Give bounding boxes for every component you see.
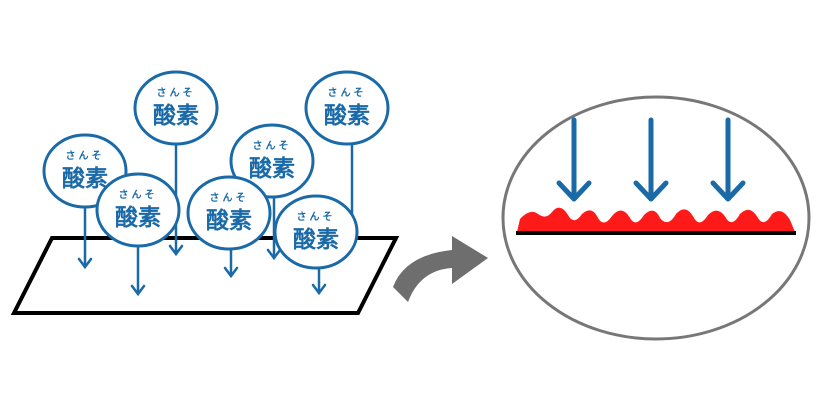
oxygen-balloon: さんそ 酸素 (186, 175, 272, 251)
oxygen-ruby: さんそ (328, 87, 367, 99)
oxygen-balloon: さんそ 酸素 (304, 70, 390, 146)
oxygen-label: 酸素 (293, 226, 339, 253)
curved-arrow-right-icon (393, 236, 488, 302)
oxygen-ruby: さんそ (66, 150, 105, 162)
oxygen-balloon: さんそ 酸素 (273, 194, 359, 270)
oxygen-label: 酸素 (115, 204, 161, 231)
oxygen-ruby: さんそ (297, 211, 336, 223)
oxygen-balloon: さんそ 酸素 (229, 123, 315, 199)
oxygen-label: 酸素 (206, 207, 252, 234)
oxygen-label: 酸素 (324, 102, 370, 129)
oxygen-label: 酸素 (153, 102, 199, 129)
oxygen-label: 酸素 (62, 165, 108, 192)
oxygen-balloon: さんそ 酸素 (42, 133, 128, 209)
oxygen-balloon: さんそ 酸素 (95, 172, 181, 248)
oxygen-label: 酸素 (249, 155, 295, 182)
zoom-view (501, 95, 811, 341)
oxide-layer (517, 207, 795, 232)
oxygen-ruby: さんそ (157, 87, 196, 99)
zoom-oxygen-arrows (556, 117, 746, 202)
oxygen-ruby: さんそ (210, 192, 249, 204)
oxygen-ruby: さんそ (253, 140, 292, 152)
oxygen-ruby: さんそ (119, 189, 158, 201)
oxygen-balloon: さんそ 酸素 (133, 70, 219, 146)
